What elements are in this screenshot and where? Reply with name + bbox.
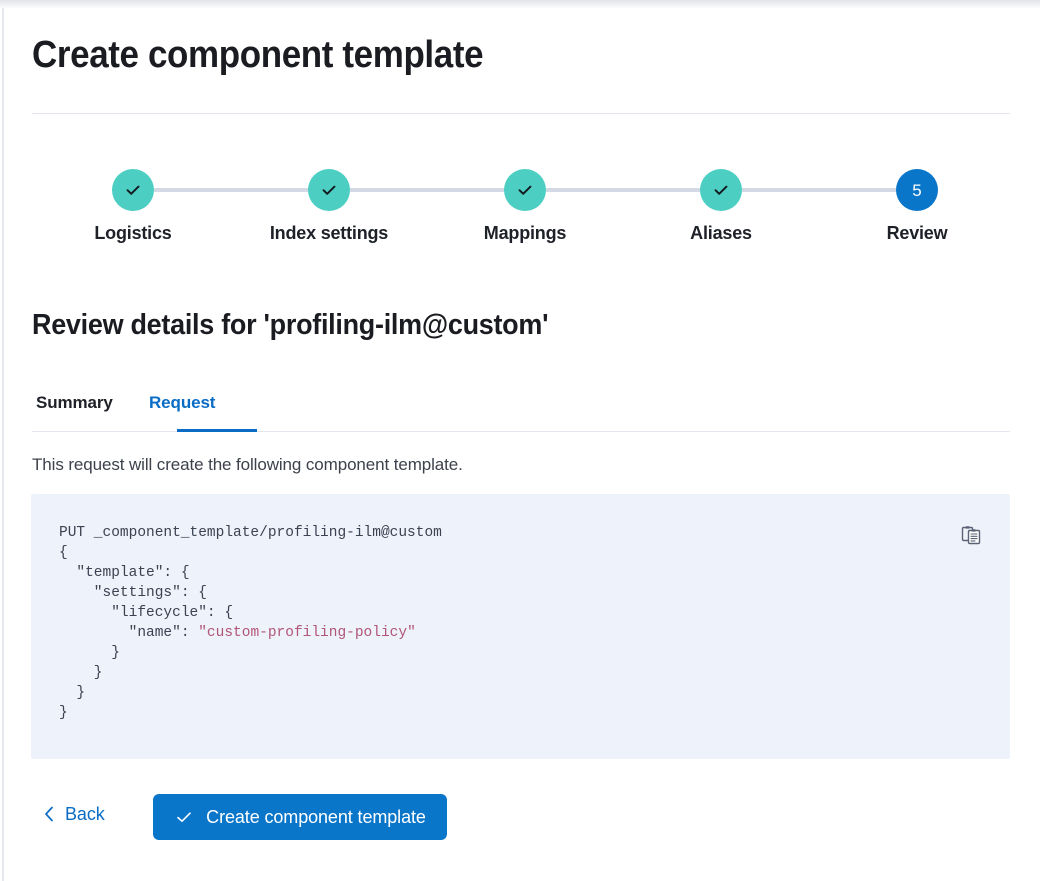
request-body-line-0: { <box>59 545 68 561</box>
stepper-step-review[interactable]: 5 Review <box>819 169 1015 244</box>
tab-request[interactable]: Request <box>149 391 215 432</box>
request-body-line-8: } <box>59 705 68 721</box>
active-tab-indicator <box>177 429 257 432</box>
copy-clipboard-icon <box>961 526 981 545</box>
step-status-circle <box>700 169 742 211</box>
step-label: Review <box>886 223 948 243</box>
stepper-step-index-settings[interactable]: Index settings <box>231 169 427 244</box>
request-body-line-7: } <box>59 685 86 701</box>
review-heading: Review details for 'profiling-ilm@custom… <box>32 309 549 341</box>
step-label: Aliases <box>690 223 752 243</box>
check-icon <box>322 185 336 195</box>
tabs-divider <box>32 431 1010 432</box>
stepper-connector-3 <box>546 188 722 192</box>
request-code-block: PUT _component_template/profiling-ilm@cu… <box>31 494 1010 759</box>
check-icon <box>177 812 191 822</box>
stepper-connector-4 <box>742 188 918 192</box>
step-status-circle <box>504 169 546 211</box>
back-button-label: Back <box>65 803 105 824</box>
lifecycle-name-value: "custom-profiling-policy" <box>198 625 416 641</box>
request-body-line-6: } <box>59 665 103 681</box>
stepper-connector-1 <box>154 188 330 192</box>
stepper-connector-2 <box>350 188 526 192</box>
create-component-template-button[interactable]: Create component template <box>153 794 447 840</box>
request-body-line-1: "template": { <box>59 565 190 581</box>
chevron-left-icon <box>45 806 53 822</box>
stepper-step-aliases[interactable]: Aliases <box>623 169 819 244</box>
stepper-step-mappings[interactable]: Mappings <box>427 169 623 244</box>
wizard-footer: Back Create component template <box>32 786 1010 842</box>
check-icon <box>714 185 728 195</box>
request-code: PUT _component_template/profiling-ilm@cu… <box>59 523 442 723</box>
check-icon <box>518 185 532 195</box>
step-number: 5 <box>912 180 922 200</box>
request-body-line-2: "settings": { <box>59 585 207 601</box>
request-body-line-4: "name": <box>59 625 199 641</box>
request-description: This request will create the following c… <box>32 455 463 474</box>
step-status-circle: 5 <box>896 169 938 211</box>
request-body-line-3: "lifecycle": { <box>59 605 234 621</box>
copy-request-button[interactable] <box>958 522 984 548</box>
stepper-step-logistics[interactable]: Logistics <box>35 169 231 244</box>
tab-summary[interactable]: Summary <box>36 391 113 432</box>
review-tabs: Summary Request <box>32 391 1010 432</box>
wizard-stepper: Logistics Index settings Mappings <box>32 169 1010 264</box>
flyout-content: Create component template Logistics <box>4 9 1040 881</box>
flyout-top-shadow <box>0 0 1040 9</box>
step-status-circle <box>308 169 350 211</box>
back-button[interactable]: Back <box>42 796 105 832</box>
step-status-circle <box>112 169 154 211</box>
create-component-template-label: Create component template <box>206 806 426 827</box>
step-label: Index settings <box>269 223 389 243</box>
request-body-line-5: } <box>59 645 120 661</box>
step-label: Mappings <box>483 223 567 243</box>
request-method-line: PUT _component_template/profiling-ilm@cu… <box>59 525 442 541</box>
step-label: Logistics <box>94 223 172 243</box>
check-icon <box>126 185 140 195</box>
header-divider <box>32 113 1010 114</box>
page-title: Create component template <box>32 34 484 76</box>
